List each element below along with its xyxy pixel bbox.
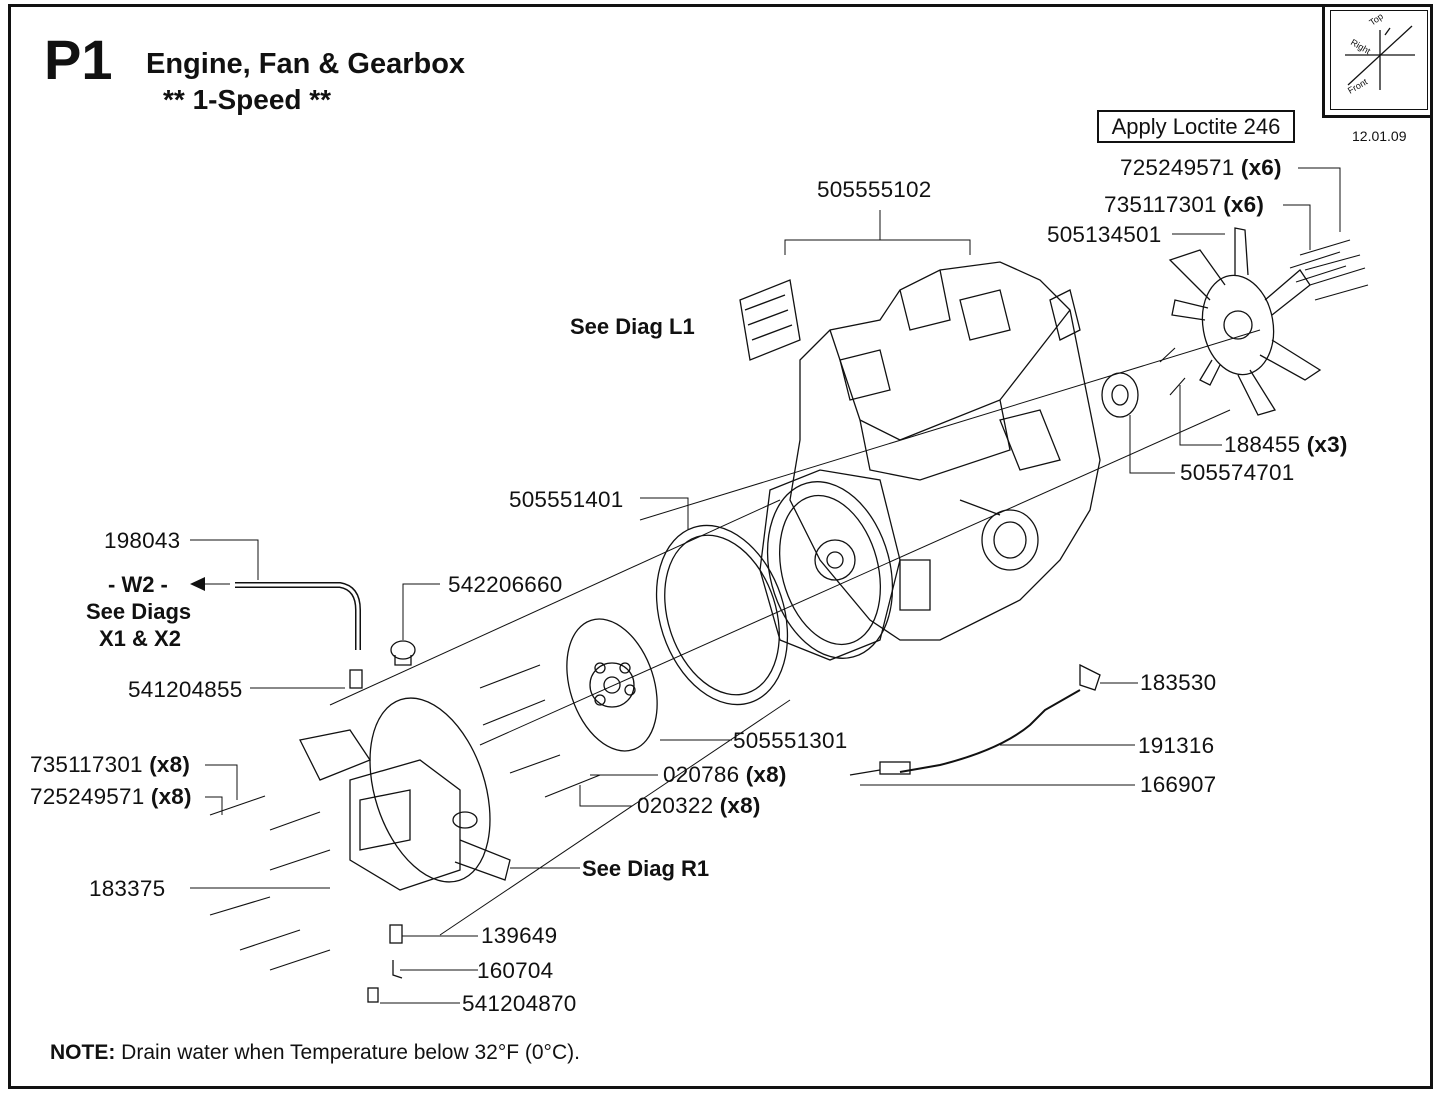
gearbox-bolts	[209, 664, 601, 971]
part-label: 735117301 (x8)	[30, 752, 191, 777]
page-frame	[8, 4, 1433, 1089]
orientation-axes	[1345, 25, 1415, 90]
part-label: 505551301	[733, 728, 848, 753]
heater-hose	[235, 582, 363, 689]
part-label: 183530	[1140, 670, 1217, 695]
part-label: 020786 (x8)	[663, 762, 787, 787]
part-label: 166907	[1140, 772, 1217, 797]
fan-spacer	[1101, 372, 1139, 418]
part-label: 541204870	[462, 991, 577, 1016]
drain-plug	[390, 640, 416, 666]
part-label: 020322 (x8)	[637, 793, 761, 818]
part-label: 188455 (x3)	[1224, 432, 1348, 457]
part-label: 735117301 (x6)	[1104, 192, 1265, 217]
diagram-title: Engine, Fan & Gearbox	[146, 48, 466, 80]
orientation-labels: Top Right Front	[1346, 11, 1385, 96]
orientation-indicator	[1330, 10, 1428, 110]
ref-see-diags[interactable]: See Diags	[86, 599, 192, 624]
orient-front-label: Front	[1346, 76, 1370, 95]
part-label: 541204855	[128, 677, 243, 702]
orientation-box	[1322, 4, 1433, 118]
part-label: 183375	[89, 876, 166, 901]
part-label: 725249571 (x8)	[30, 784, 192, 809]
gearbox-housing	[299, 697, 511, 1003]
part-label: 139649	[481, 923, 558, 948]
gasket-ring	[655, 524, 789, 706]
fan-blades	[1168, 227, 1322, 416]
footer-note: NOTE: Drain water when Temperature below…	[50, 1041, 580, 1064]
w2-arrow-icon	[190, 577, 205, 591]
part-label: 725249571 (x6)	[1120, 155, 1282, 180]
leader-lines	[190, 167, 1341, 1004]
diagram-code: P1	[44, 28, 113, 91]
part-label: 505574701	[1180, 460, 1295, 485]
orient-right-label: Right	[1349, 37, 1373, 56]
part-label: 542206660	[448, 572, 563, 597]
fan-bolts	[1159, 239, 1369, 396]
ref-w2: - W2 -	[108, 572, 168, 597]
sensor-cable	[849, 663, 1101, 776]
part-label: 191316	[1138, 733, 1215, 758]
engine-block	[789, 261, 1101, 641]
part-label: 198043	[104, 528, 181, 553]
part-label: 505134501	[1047, 222, 1162, 247]
flywheel-housing	[759, 469, 901, 661]
ecu-module	[739, 279, 801, 361]
orient-top-label: Top	[1367, 11, 1385, 28]
ref-diag-l1[interactable]: See Diag L1	[570, 314, 695, 339]
loctite-callout: Apply Loctite 246	[1097, 110, 1295, 143]
part-label: 160704	[477, 958, 554, 983]
part-label: 505551401	[509, 487, 624, 512]
ref-x1-x2[interactable]: X1 & X2	[99, 626, 181, 651]
coupling-plate	[566, 618, 658, 752]
diagram-date: 12.01.09	[1352, 128, 1407, 144]
part-label: 505555102	[817, 177, 932, 202]
diagram-subtitle: ** 1-Speed **	[163, 84, 332, 115]
ref-diag-r1[interactable]: See Diag R1	[582, 856, 710, 881]
